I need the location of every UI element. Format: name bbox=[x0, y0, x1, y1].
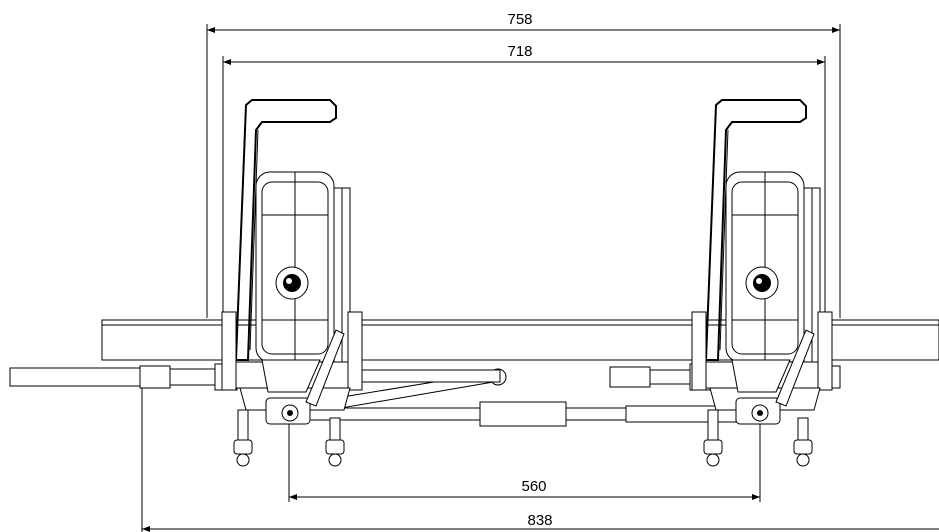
left-saw-unit bbox=[221, 99, 363, 467]
left-caster-b bbox=[325, 417, 345, 467]
dimension-label-838: 838 bbox=[527, 512, 552, 529]
linkage-arm bbox=[311, 368, 507, 413]
right-caster-b bbox=[793, 417, 813, 467]
connecting-rod bbox=[299, 401, 737, 427]
right-saw-unit bbox=[691, 99, 833, 467]
dimension-718: 718 bbox=[222, 43, 826, 318]
left-extension-bar bbox=[9, 363, 238, 391]
dimension-label-560: 560 bbox=[521, 478, 546, 495]
dimension-label-718: 718 bbox=[507, 43, 532, 60]
left-caster-a bbox=[233, 409, 253, 467]
right-caster-a bbox=[703, 409, 723, 467]
dimension-838: 838 bbox=[141, 388, 939, 532]
dimension-758: 758 bbox=[206, 11, 841, 318]
dimension-560: 560 bbox=[288, 420, 761, 502]
dimension-label-758: 758 bbox=[507, 11, 532, 28]
